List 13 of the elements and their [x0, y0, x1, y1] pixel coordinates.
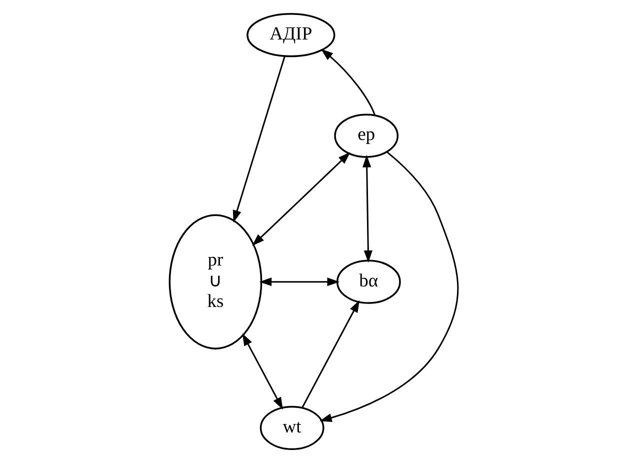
node-ellipse: bα — [336, 259, 400, 304]
arrow — [242, 332, 282, 410]
arrow — [318, 150, 458, 422]
arrow — [252, 152, 350, 246]
arrow — [320, 48, 376, 115]
node-ellipse: wt — [259, 405, 324, 450]
arrow — [301, 300, 360, 408]
node-ellipse: ep — [334, 113, 398, 158]
arrow — [232, 56, 285, 222]
arrow — [258, 277, 340, 286]
arrow — [362, 154, 372, 262]
node-ellipse: АДІР — [246, 12, 335, 57]
node-ellipse: pr ∪ ks — [168, 214, 262, 349]
